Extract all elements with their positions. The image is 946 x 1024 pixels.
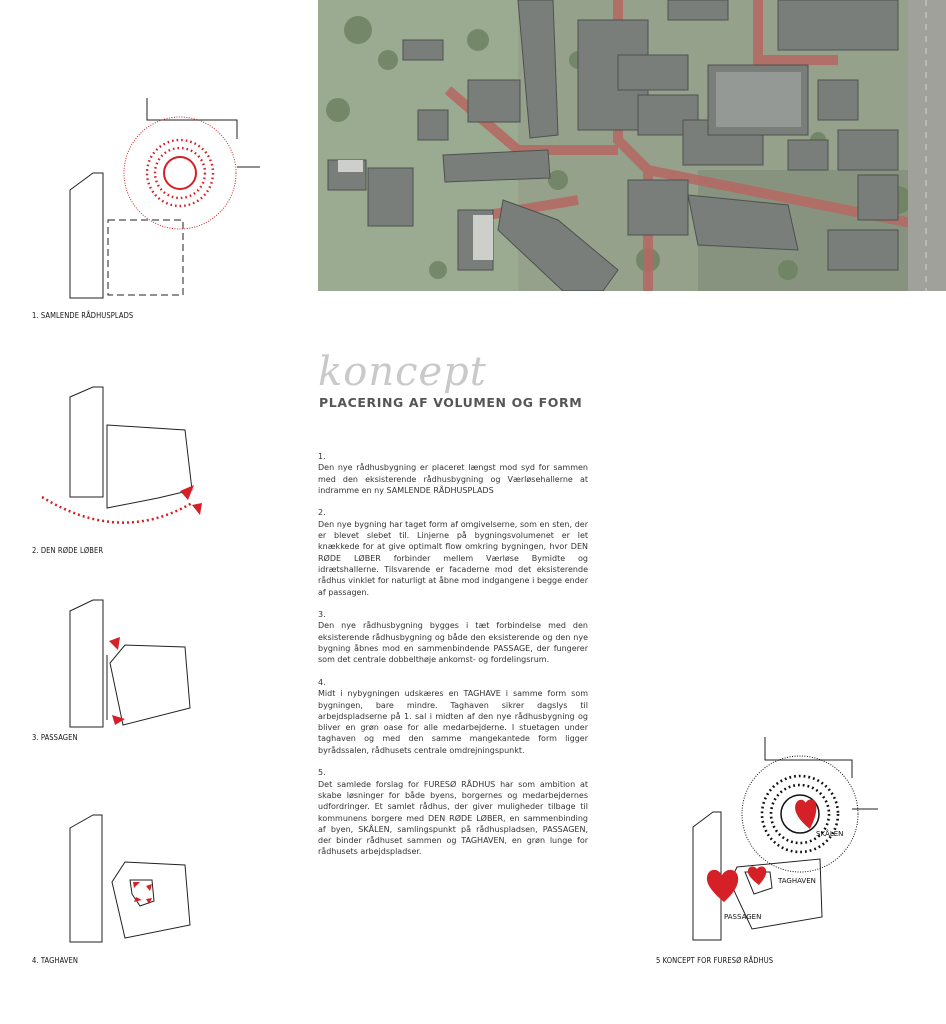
label-skalen: SKÅLEN: [816, 829, 843, 838]
new-building-dashed-outline: [107, 219, 184, 296]
existing-building-outline: [69, 386, 104, 498]
label-passagen: PASSAGEN: [724, 913, 761, 921]
red-arrow: [180, 485, 194, 500]
red-arrow: [109, 637, 120, 650]
red-arrow: [112, 715, 125, 725]
diagram-samlende-raadhusplads: [69, 98, 260, 299]
inner-dotted-ring: [153, 146, 207, 200]
diagram-passagen: [69, 599, 191, 728]
caption-1: 1. SAMLENDE RÅDHUSPLADS: [32, 311, 134, 320]
paragraph-4: 4. Midt i nybygningen udskæres en TAGHAV…: [318, 677, 588, 755]
concept-text-column: 1. Den nye rådhusbygning er placeret læn…: [318, 451, 588, 869]
middle-dotted-ring: [145, 138, 215, 208]
existing-building-outline: [69, 172, 104, 299]
paragraph-3: 3. Den nye rådhusbygning bygges i tæt fo…: [318, 610, 588, 665]
new-building-outline: [109, 644, 191, 726]
label-taghaven: TAGHAVEN: [777, 877, 816, 885]
caption-2: 2. DEN RØDE LØBER: [32, 546, 104, 555]
inner-dotted-ring: [769, 783, 831, 845]
red-arrow: [192, 503, 202, 515]
new-building-outline: [106, 424, 193, 509]
plaza-center-ring: [780, 794, 820, 834]
new-building-outline: [111, 861, 191, 939]
paragraph-1: 1. Den nye rådhusbygning er placeret læn…: [318, 452, 588, 495]
heading-script-word: koncept: [318, 349, 487, 395]
middle-dotted-ring: [760, 774, 840, 854]
existing-building-outline: [69, 599, 104, 728]
existing-building-outline: [69, 814, 103, 943]
aerial-photo: [318, 0, 946, 291]
outer-plaza-ring: [123, 116, 237, 230]
red-carpet-path: [41, 495, 193, 524]
roof-garden-outline: [129, 879, 155, 907]
passagen-heart-icon: [706, 869, 739, 902]
skaalen-heart-icon: [795, 799, 817, 829]
caption-5: 5 KONCEPT FOR FURESØ RÅDHUS: [656, 956, 774, 965]
outer-plaza-ring: [741, 755, 859, 873]
diagram-taghaven: [69, 814, 191, 943]
diagram-den-roede-loeber: [41, 386, 202, 524]
page-title: PLACERING AF VOLUMEN OG FORM: [319, 395, 583, 410]
caption-4: 4. TAGHAVEN: [32, 956, 79, 965]
roof-garden-markers: [133, 882, 152, 904]
plaza-center-ring: [163, 156, 197, 190]
caption-3: 3. PASSAGEN: [32, 733, 78, 742]
diagram-koncept-furesoe-raadhus: SKÅLEN TAGHAVEN PASSAGEN: [692, 737, 878, 941]
paragraph-2: 2. Den nye bygning har taget form af omg…: [318, 508, 588, 597]
paragraph-5: 5. Det samlede forslag for FURESØ RÅDHUS…: [318, 768, 588, 857]
taghaven-heart-icon: [747, 866, 767, 885]
site-outline: [146, 98, 238, 139]
